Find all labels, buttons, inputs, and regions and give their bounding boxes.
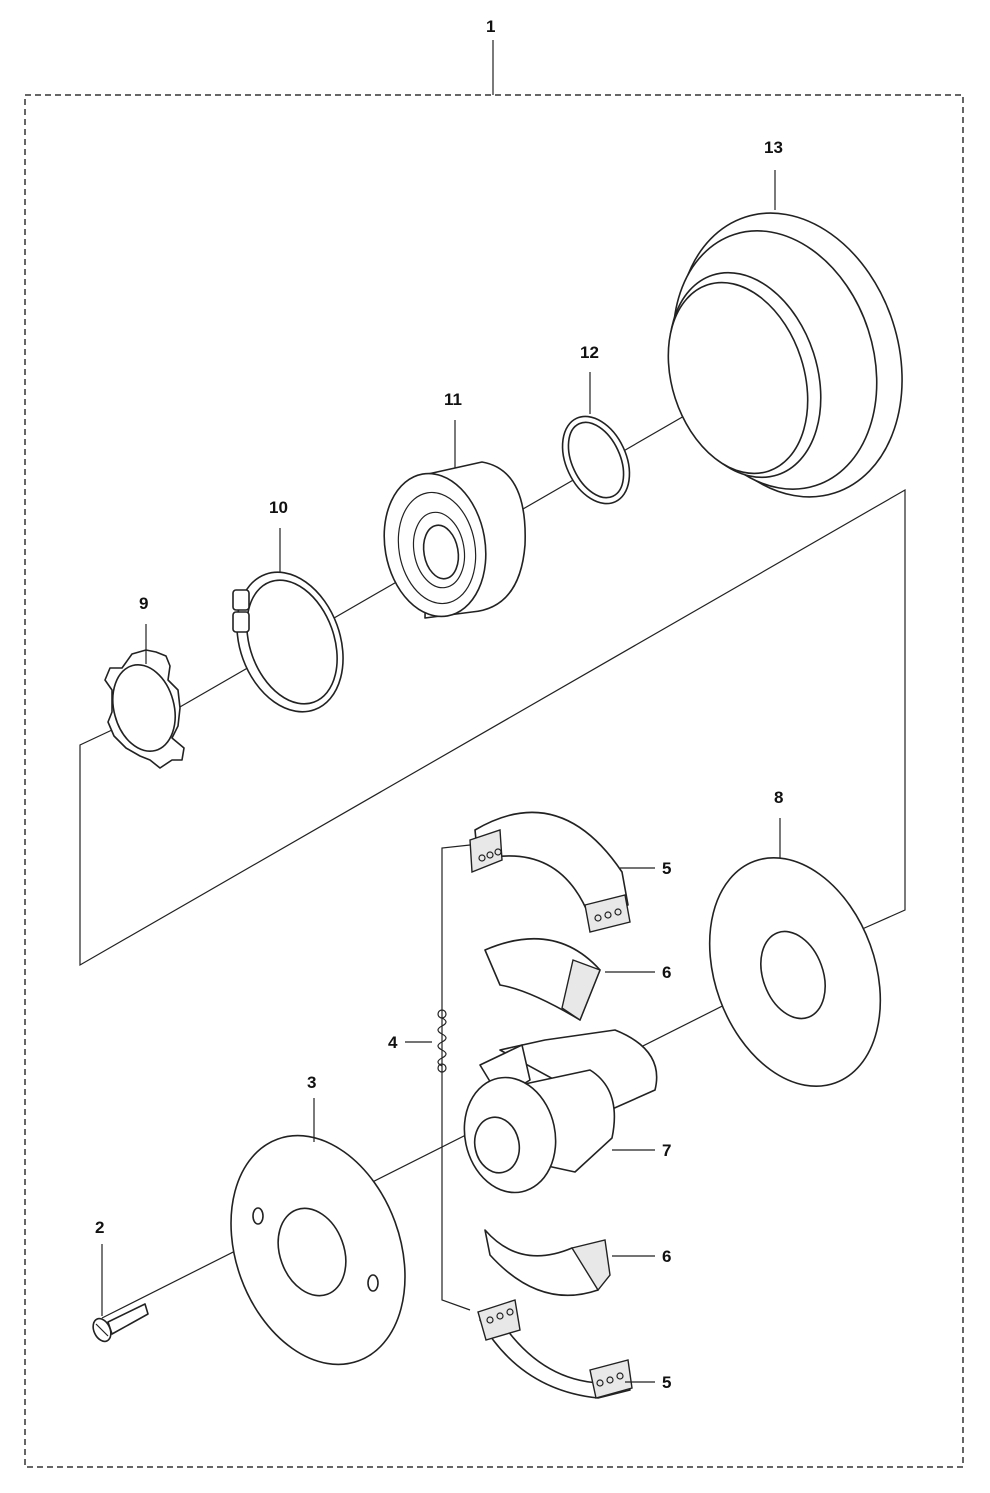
part-3-cover-plate <box>230 1134 406 1366</box>
spring-guide <box>441 844 471 1311</box>
callout-4: 4 <box>388 1033 398 1052</box>
callout-6a: 6 <box>662 963 671 982</box>
guide-line-left <box>79 488 906 967</box>
part-2-screw <box>92 1303 149 1343</box>
callout-5b: 5 <box>662 1373 671 1392</box>
part-8-flat-washer <box>708 856 882 1088</box>
part-5-clutch-shoe-upper <box>469 811 631 933</box>
callout-12: 12 <box>580 343 599 362</box>
part-12-washer <box>561 415 631 505</box>
callout-7: 7 <box>662 1141 671 1160</box>
callout-9: 9 <box>139 594 148 613</box>
callout-3: 3 <box>307 1073 316 1092</box>
callout-1: 1 <box>486 17 495 36</box>
callout-5a: 5 <box>662 859 671 878</box>
part-6-clutch-pad-upper <box>484 938 601 1022</box>
part-6-clutch-pad-lower <box>484 1229 611 1297</box>
part-13-clutch-drum <box>667 212 903 498</box>
part-11-bearing <box>383 461 526 619</box>
callout-6b: 6 <box>662 1247 671 1266</box>
lower-axis <box>101 971 791 1319</box>
callout-13: 13 <box>764 138 783 157</box>
callout-10: 10 <box>269 498 288 517</box>
part-4-spring <box>437 1009 447 1073</box>
part-10-circlip <box>232 571 344 713</box>
callout-8: 8 <box>774 788 783 807</box>
part-5-clutch-shoe-lower <box>477 1299 633 1399</box>
callout-11: 11 <box>444 390 462 409</box>
assembly-frame <box>24 94 964 1468</box>
part-7-clutch-hub <box>463 1029 658 1194</box>
part-9-lock-washer <box>104 649 185 769</box>
callout-2: 2 <box>95 1218 104 1237</box>
